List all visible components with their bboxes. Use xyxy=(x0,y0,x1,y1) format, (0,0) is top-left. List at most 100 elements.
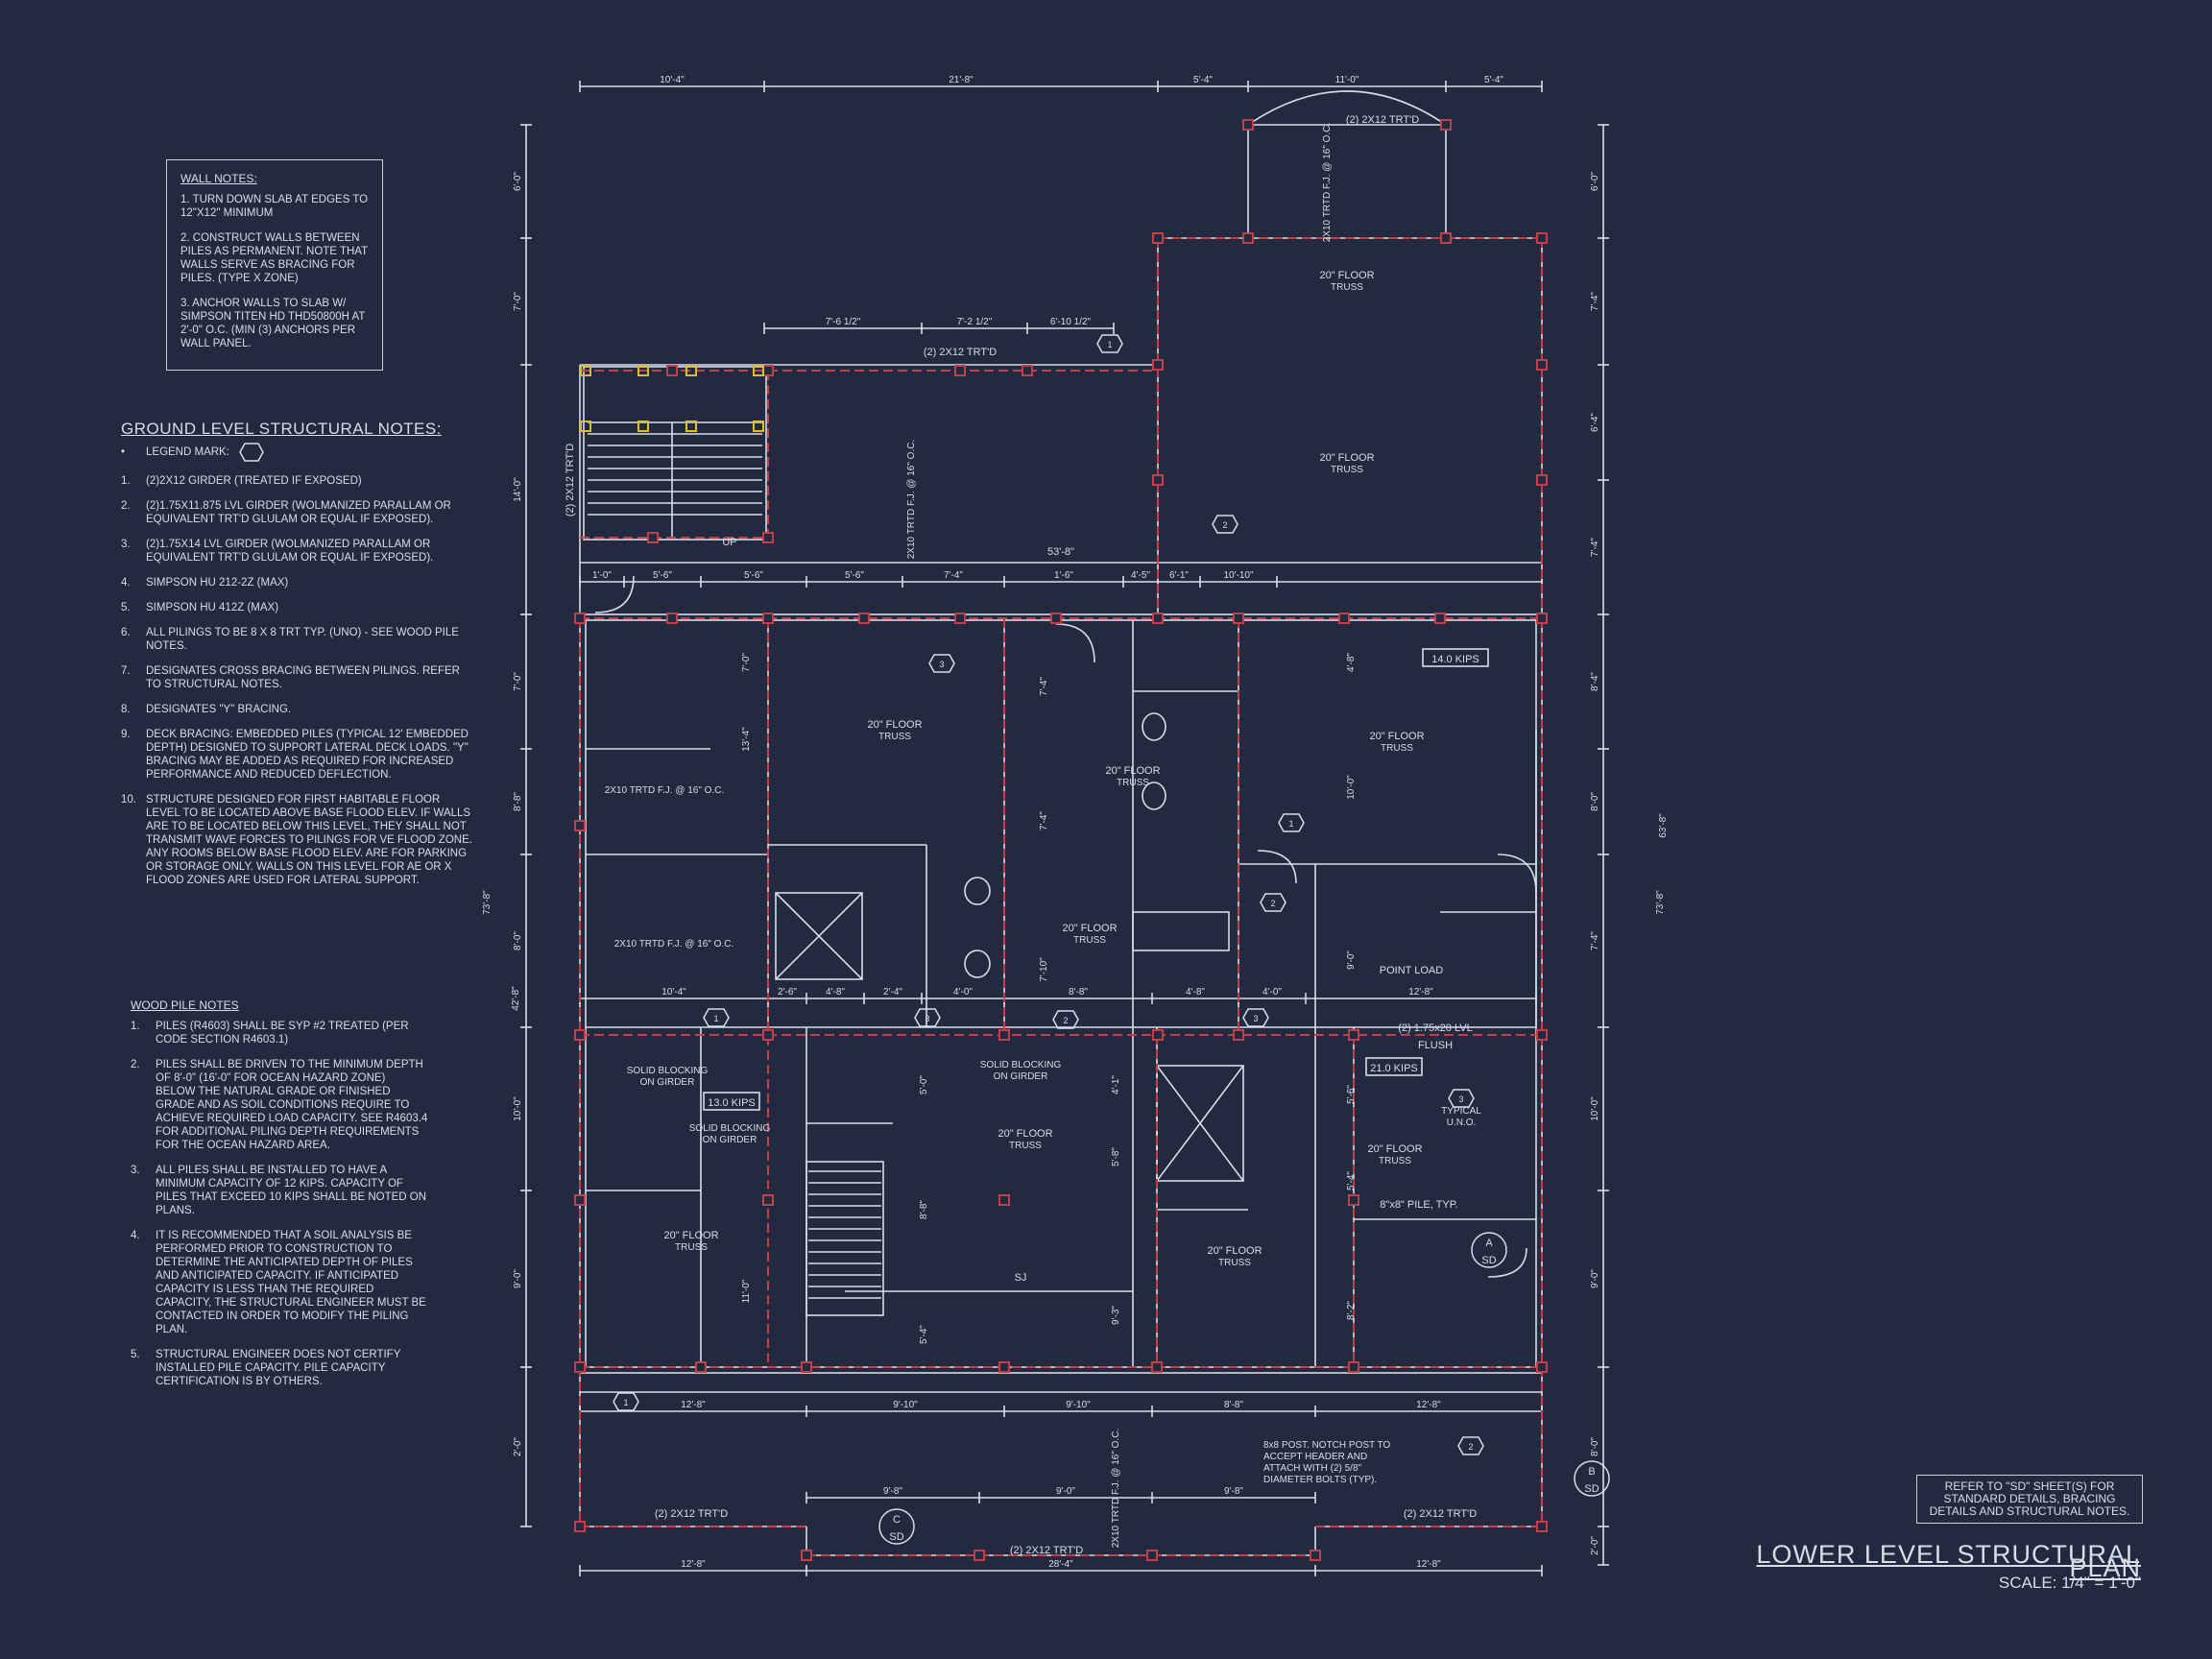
ground-note-item: 1.(2)2X12 GIRDER (TREATED IF EXPOSED) xyxy=(121,474,476,488)
row-dim-label: 6'-1" xyxy=(1169,570,1189,581)
pile-marker xyxy=(1152,1029,1164,1041)
mid-dim-label: 8'-8" xyxy=(1069,987,1088,998)
left-dim-label: 6'-0" xyxy=(513,172,523,191)
post-note-label: ACCEPT HEADER AND xyxy=(1263,1452,1367,1462)
section-letter: C xyxy=(893,1514,901,1526)
pile-marker-deck xyxy=(637,421,649,432)
bay-girder-label: (2) 2X12 TRT'D xyxy=(1346,114,1419,126)
hexagon-legend-icon xyxy=(1212,515,1238,534)
ground-note-number: 2. xyxy=(121,500,131,512)
pile-marker xyxy=(1440,232,1452,244)
pile-marker xyxy=(647,532,659,543)
interior-dim-label: 7'-0" xyxy=(741,653,752,672)
bottom-dim-label: 9'-10" xyxy=(893,1400,918,1410)
legend-number: 3 xyxy=(925,1014,929,1023)
girder-lines xyxy=(579,237,1543,1556)
interior-dim-label: 8'-8" xyxy=(919,1200,929,1219)
legend-number: 3 xyxy=(939,660,944,669)
pile-marker xyxy=(574,1029,586,1041)
legend-number: 2 xyxy=(1468,1442,1473,1452)
pile-marker xyxy=(1152,359,1164,371)
bottom-dim3-label: 12'-8" xyxy=(1416,1559,1441,1570)
ground-note-number: 10. xyxy=(121,794,136,805)
pile-marker xyxy=(574,1361,586,1373)
porch-girder-center: (2) 2X12 TRT'D xyxy=(1010,1545,1083,1556)
solid-blocking-label: SOLID BLOCKING xyxy=(980,1060,1062,1070)
solid-blocking-sub: ON GIRDER xyxy=(994,1071,1048,1082)
exterior-wall xyxy=(579,613,1543,1374)
section-letter: A xyxy=(1485,1238,1493,1249)
truss-label-sub: TRUSS xyxy=(1381,743,1413,754)
pile-marker xyxy=(954,365,966,376)
pile-marker xyxy=(1233,613,1244,624)
overall-width-label: 53'-8" xyxy=(1047,546,1074,558)
truss-label-sub: TRUSS xyxy=(1218,1258,1251,1268)
interior-dim-label: 9'-0" xyxy=(1346,950,1357,970)
right-dim-label: 6'-0" xyxy=(1590,172,1600,191)
truss-label-sub: TRUSS xyxy=(675,1242,708,1253)
ground-note-text: DESIGNATES CROSS BRACING BETWEEN PILINGS… xyxy=(146,665,460,690)
ground-note-text: STRUCTURE DESIGNED FOR FIRST HABITABLE F… xyxy=(146,794,472,886)
mid-dim-label: 10'-4" xyxy=(661,987,686,998)
bay-joist-label: 2X10 TRTD F.J. @ 16" O.C. xyxy=(1322,123,1333,242)
wall-notes-heading: WALL NOTES: xyxy=(180,172,257,185)
pile-marker xyxy=(1536,1521,1548,1532)
wood-pile-notes-panel: WOOD PILE NOTES 1.PILES (R4603) SHALL BE… xyxy=(131,998,428,1400)
right-dim-label: 8'-0" xyxy=(1590,792,1600,811)
wood-note-item: 3.ALL PILES SHALL BE INSTALLED TO HAVE A… xyxy=(131,1164,428,1217)
pile-marker xyxy=(1348,1361,1359,1373)
ground-note-number: 7. xyxy=(121,665,131,677)
pile-markers xyxy=(574,119,1548,1561)
interior-stair xyxy=(805,1161,884,1316)
hexagon-legend-icon xyxy=(613,1392,639,1411)
interior-dim-label: 5'-0" xyxy=(919,1075,929,1094)
row-dim-label: 5'-6" xyxy=(744,570,763,581)
interior-dim-label: 7'-4" xyxy=(1039,811,1049,830)
section-marker-icon xyxy=(878,1508,915,1545)
pile-marker xyxy=(695,1361,707,1373)
section-sheet: SD xyxy=(1584,1483,1599,1495)
pile-marker xyxy=(762,1194,774,1206)
pile-marker xyxy=(1242,119,1254,131)
truss-label-sub: TRUSS xyxy=(1379,1156,1411,1166)
bottom-dim-label: 12'-8" xyxy=(1416,1400,1441,1410)
wood-notes-heading: WOOD PILE NOTES xyxy=(131,998,239,1012)
pile-marker xyxy=(998,1029,1010,1041)
pile-marker xyxy=(1310,1550,1321,1561)
deck-dim-label: 6'-10 1/2" xyxy=(1050,317,1092,327)
top-dim-label: 10'-4" xyxy=(660,75,685,85)
stair-up-label: UP xyxy=(722,537,736,548)
left-dim-label: 8'-0" xyxy=(513,931,523,950)
ground-note-item: 10. STRUCTURE DESIGNED FOR FIRST HABITABL… xyxy=(121,793,476,887)
truss-label: 20" FLOOR xyxy=(998,1128,1052,1140)
deck-stair xyxy=(583,366,767,541)
wood-note-item: 2.PILES SHALL BE DRIVEN TO THE MINIMUM D… xyxy=(131,1058,428,1152)
pile-marker xyxy=(1242,232,1254,244)
interior-dim-label: 7'-10" xyxy=(1039,957,1049,982)
truss-label: 20" FLOOR xyxy=(663,1230,718,1241)
mid-dim-label: 4'-0" xyxy=(953,987,973,998)
bottom-dim3-label: 28'-4" xyxy=(1048,1559,1073,1570)
plan-scale: SCALE: 1/4" = 1'-0" xyxy=(1998,1574,2141,1592)
right-overall-label: 63'-8" xyxy=(1658,813,1669,838)
legend-number: 1 xyxy=(1107,340,1112,349)
row-dim-label: 5'-6" xyxy=(845,570,864,581)
pile-marker xyxy=(1152,232,1164,244)
truss-label-sub: TRUSS xyxy=(1117,778,1149,788)
hexagon-legend-icon xyxy=(928,654,955,673)
pile-marker-deck xyxy=(637,365,649,376)
top-dim-label: 5'-4" xyxy=(1484,75,1503,85)
wood-note-text: ALL PILES SHALL BE INSTALLED TO HAVE A M… xyxy=(156,1165,427,1216)
row-dim-label: 1'-6" xyxy=(1054,570,1073,581)
interior-dim-label: 10'-0" xyxy=(1346,775,1357,800)
pile-marker xyxy=(574,613,586,624)
truss-label: 20" FLOOR xyxy=(1062,923,1117,934)
interior-dim-label: 5'-4" xyxy=(1346,1171,1357,1190)
pile-marker xyxy=(1146,1550,1158,1561)
ground-note-text: DECK BRACING: EMBEDDED PILES (TYPICAL 12… xyxy=(146,729,469,781)
hexagon-legend-icon xyxy=(239,443,264,462)
mid-dim-label: 12'-8" xyxy=(1408,987,1433,998)
right-overall-label: 73'-8" xyxy=(1655,890,1666,915)
right-dim-label: 2'-0" xyxy=(1590,1536,1600,1555)
legend-number: 1 xyxy=(623,1398,628,1407)
